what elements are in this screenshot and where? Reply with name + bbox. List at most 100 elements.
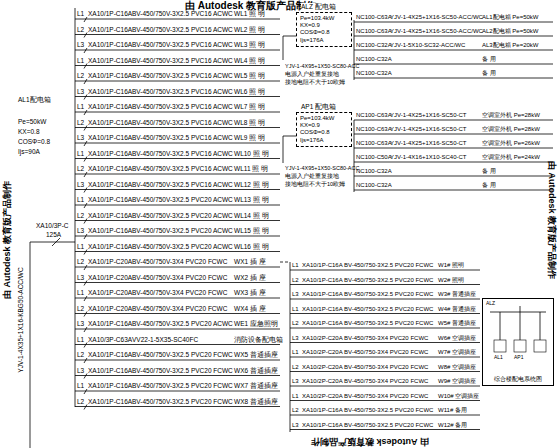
circuit-text: BV-450/750V-3X2.5 PVC20 ACWC [132, 196, 233, 203]
circuit-text: W7# 空调插座 [438, 349, 476, 356]
circuit-text: XA10/2P-C20A [302, 378, 343, 385]
circuit-text: AL3配电箱 Pe=20kW [482, 42, 539, 49]
circuit-text: XA10/1P-C16A [302, 291, 343, 298]
circuit-text: BV-450/750V-3X2.5 PVC16 ACWC [132, 41, 233, 48]
circuit-text: BV-450/750-3X2.5 PVC20 FCWC [344, 422, 433, 429]
circuit-text: BV-450/750V-3X2.5 PVC16 ACWC [132, 26, 233, 33]
circuit-text: BV-450/750-3X4 PVC20 FCWC [344, 335, 428, 342]
breaker-symbol [84, 358, 87, 363]
circuit-text: XA10/1P-C20A [88, 274, 132, 281]
circuit-text: BV-450/750V-3X4 PVC20 FCWC [132, 274, 227, 281]
circuit-text: WL2 照 明 [234, 26, 265, 33]
circuit-text: NC100-C63A [356, 126, 392, 133]
circuit-text: COSΦ=0.8 [18, 138, 50, 145]
circuit-text: WL1 照 明 [234, 10, 265, 17]
circuit-text: NC100-C63A [356, 112, 392, 119]
circuit-text: WX3 插 座 [234, 289, 266, 296]
circuit-text: XA10/1P-C16A [88, 10, 132, 17]
circuit-text: WL15 照 明 [234, 227, 269, 234]
circuit-text: XA10/1P-C16A [88, 320, 132, 327]
branch-circuit-line [75, 143, 280, 144]
circuit-text: L1 [77, 150, 84, 157]
circuit-text: XA10/1P-C16A [302, 320, 343, 327]
circuit-text: L3 [292, 378, 299, 385]
watermark-text: 由 Autodesk 教育版产品制作 [311, 436, 429, 446]
branch-circuit-line [75, 298, 280, 299]
breaker-symbol [84, 389, 87, 394]
circuit-text: 空调室外机 Pe=24kW [482, 154, 540, 161]
circuit-text: XA10/1P-C16A [302, 262, 343, 269]
circuit-text: W8# 空调插座 [438, 364, 476, 371]
branch-circuit-line [75, 344, 280, 345]
circuit-text: BV-450/750-3X2.5 PVC20 FCWC [344, 262, 433, 269]
circuit-text: L1 [292, 349, 299, 356]
circuit-text: BV-450/750V-3X2.5 PVC16 ACWC [132, 88, 233, 95]
circuit-text: L2 [77, 305, 84, 312]
circuit-text: XA10/1P-C16A [88, 212, 132, 219]
branch-circuit-line [75, 174, 280, 175]
circuit-text: L3 [77, 134, 84, 141]
circuit-text: 消防设备配电箱 [234, 336, 283, 343]
circuit-text: 备 用 [482, 70, 496, 77]
circuit-text: 接地电阻不大于10欧姆 [285, 181, 345, 187]
circuit-text: BV-450/750-3X4 PVC20 FCWC [344, 349, 428, 356]
circuit-text: BV-450/750V-3X2.5 PVC16 ACWC [132, 119, 233, 126]
breaker-symbol [84, 64, 87, 69]
circuit-text: WL9 照 明 [234, 134, 265, 141]
panel-bus [354, 120, 355, 192]
feeder-line [354, 120, 553, 121]
circuit-text: XA10/2P-C20A [302, 349, 343, 356]
circuit-text: W4# 普通插座 [438, 306, 476, 313]
circuit-text: L2 [292, 364, 299, 371]
panel-heading: ALZ 配电箱 [301, 3, 336, 11]
circuit-text: XA10/2P-C20A [302, 393, 343, 400]
panel-text: 综合楼配电系统图 [494, 376, 542, 383]
branch-circuit-line [75, 267, 280, 268]
breaker-symbol [84, 33, 87, 38]
branch-circuit-line [290, 299, 480, 300]
circuit-text: KX=0.8 [18, 128, 40, 135]
sub-bus-feed [280, 262, 290, 263]
circuit-text: L1 [77, 243, 84, 250]
circuit-text: YJV-1-4X25+1X16-SC50-CT [390, 112, 467, 119]
circuit-text: L2 [77, 258, 84, 265]
circuit-text: W12# 备用 [438, 422, 467, 429]
feeder-line [354, 50, 553, 51]
circuit-text: NC100-C63A [356, 14, 392, 21]
breaker-symbol [84, 79, 87, 84]
branch-circuit-line [290, 400, 480, 401]
circuit-text: WL7 照 明 [234, 103, 265, 110]
circuit-text: BV-450/750V-3X2.5 PVC16 ACWC [132, 134, 233, 141]
circuit-text: WL13 照 明 [234, 196, 269, 203]
circuit-text: BV-450/750-3X2.5 PVC20 FCWC [344, 407, 433, 414]
branch-circuit-line [290, 342, 480, 343]
circuit-text: NC100-C32A [356, 56, 392, 63]
circuit-text: 备 用 [482, 182, 496, 189]
circuit-text: YJV-1-4X16+1X10-SC40-CT [390, 154, 467, 161]
circuit-text: L2 [77, 212, 84, 219]
circuit-text: AP1 [514, 355, 523, 361]
feeder-line [354, 190, 553, 191]
circuit-text: YJV-1-4X35+1X16-KBG50-ACC/WC [17, 267, 24, 372]
watermark-text: 由 Autodesk 教育版产品制作 [185, 0, 316, 11]
circuit-text: WE1 应急照明 [234, 320, 278, 327]
inset-feed [520, 306, 521, 312]
feeder-line [354, 22, 553, 23]
circuit-text: BV-450/750-3X4 PVC20 FCWC [344, 393, 428, 400]
breaker-symbol [84, 157, 87, 162]
circuit-text: L1 [292, 306, 299, 313]
breaker-symbol [84, 296, 87, 301]
branch-circuit-line [290, 386, 480, 387]
circuit-text: L1 [77, 196, 84, 203]
incoming-cable [30, 242, 31, 448]
sub-bus [290, 262, 291, 432]
circuit-text: NC100-C50A [356, 154, 392, 161]
circuit-text: XA10/1P-C20A [88, 305, 132, 312]
circuit-text: L1 [77, 336, 84, 343]
circuit-text: XA10/3P-C [36, 222, 69, 229]
circuit-text: XA10/1P-C16A [302, 277, 343, 284]
circuit-text: YJV-1-4X25+1X16-SC50-CT [390, 126, 467, 133]
inset-panel [494, 340, 506, 352]
circuit-text: L2 [77, 26, 84, 33]
circuit-text: W5# 普通插座 [438, 320, 476, 327]
